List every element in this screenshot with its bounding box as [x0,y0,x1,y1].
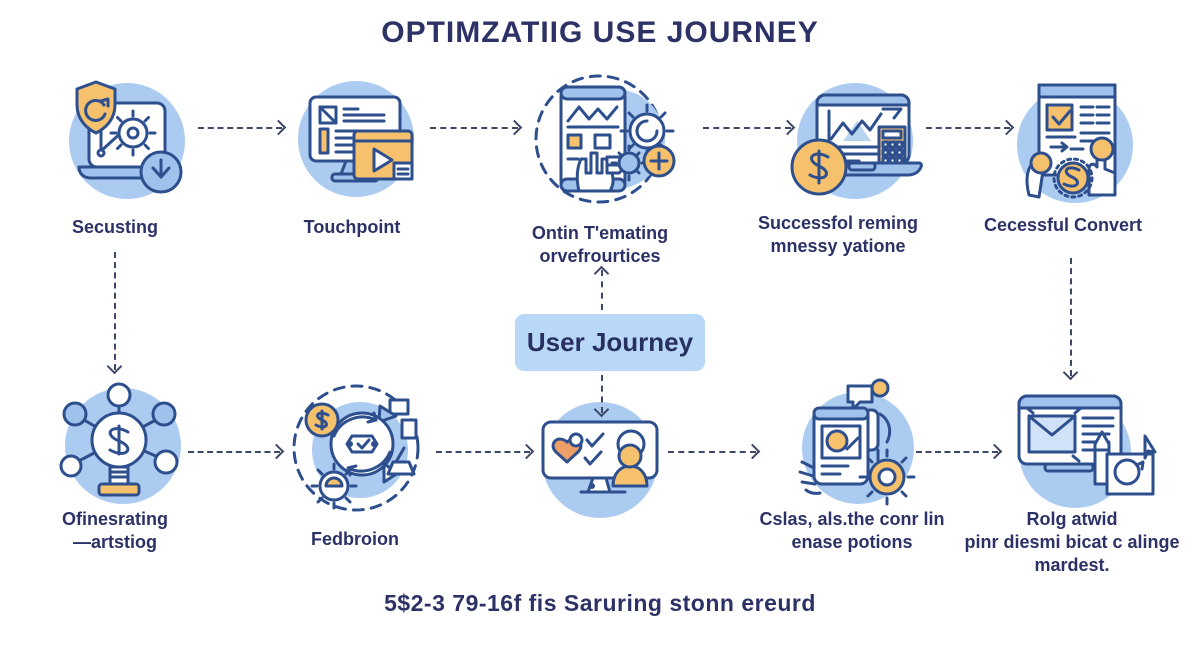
checklist-hands-dollar-icon [1007,75,1137,205]
monitor-video-icon [290,75,420,205]
arrow-right-vertical [1070,258,1072,376]
arrow-center-up [601,270,603,310]
browser-envelope-card-icon [1007,380,1157,510]
arrow-bottom-3 [668,451,756,453]
label-successfol-reming: Successfol reming mnessy yatione [757,213,919,256]
arrow-top-3 [703,127,791,129]
arrow-bottom-2 [436,451,530,453]
hand-phone-gear-icon [790,378,920,510]
arrow-top-1 [198,127,282,129]
label-secusting: Secusting [71,217,159,237]
phone-analytics-gears-icon [534,74,676,205]
arrow-bottom-4 [916,451,998,453]
label-cslas: Cslas, als.the conr lin enase potions [759,509,945,552]
laptop-chart-dollar-icon [783,75,923,205]
monitor-person-checks-icon [535,390,665,520]
label-cecessful-convert: Cecessful Convert [983,215,1143,235]
cycle-gears-coin-icon [290,380,420,512]
shield-laptop-clock-icon [55,75,185,205]
arrow-left-vertical [114,252,116,370]
page-title: OPTIMZATIIG USE JOURNEY [381,16,819,49]
caption-text: 5$2-3 79-16f fis Saruring stonn ereurd [384,590,816,616]
arrow-bottom-1 [188,451,280,453]
label-ofinesrating: Ofinesrating —artstiog [61,509,168,552]
label-rolg-atwid: Rolg atwid pinr diesmi bicat c alinge ma… [964,509,1180,575]
network-trophy-dollar-icon [53,380,183,510]
label-fedbroion: Fedbroion [311,529,399,549]
arrow-center-down [601,375,603,413]
arrow-top-2 [430,127,518,129]
arrow-top-4 [926,127,1010,129]
label-touchpoint: Touchpoint [303,217,401,237]
user-journey-label: User Journey [526,327,694,357]
user-journey-box: User Journey [515,314,705,371]
label-ontin-temating: Ontin T'emating orvefrourtices [531,223,669,266]
